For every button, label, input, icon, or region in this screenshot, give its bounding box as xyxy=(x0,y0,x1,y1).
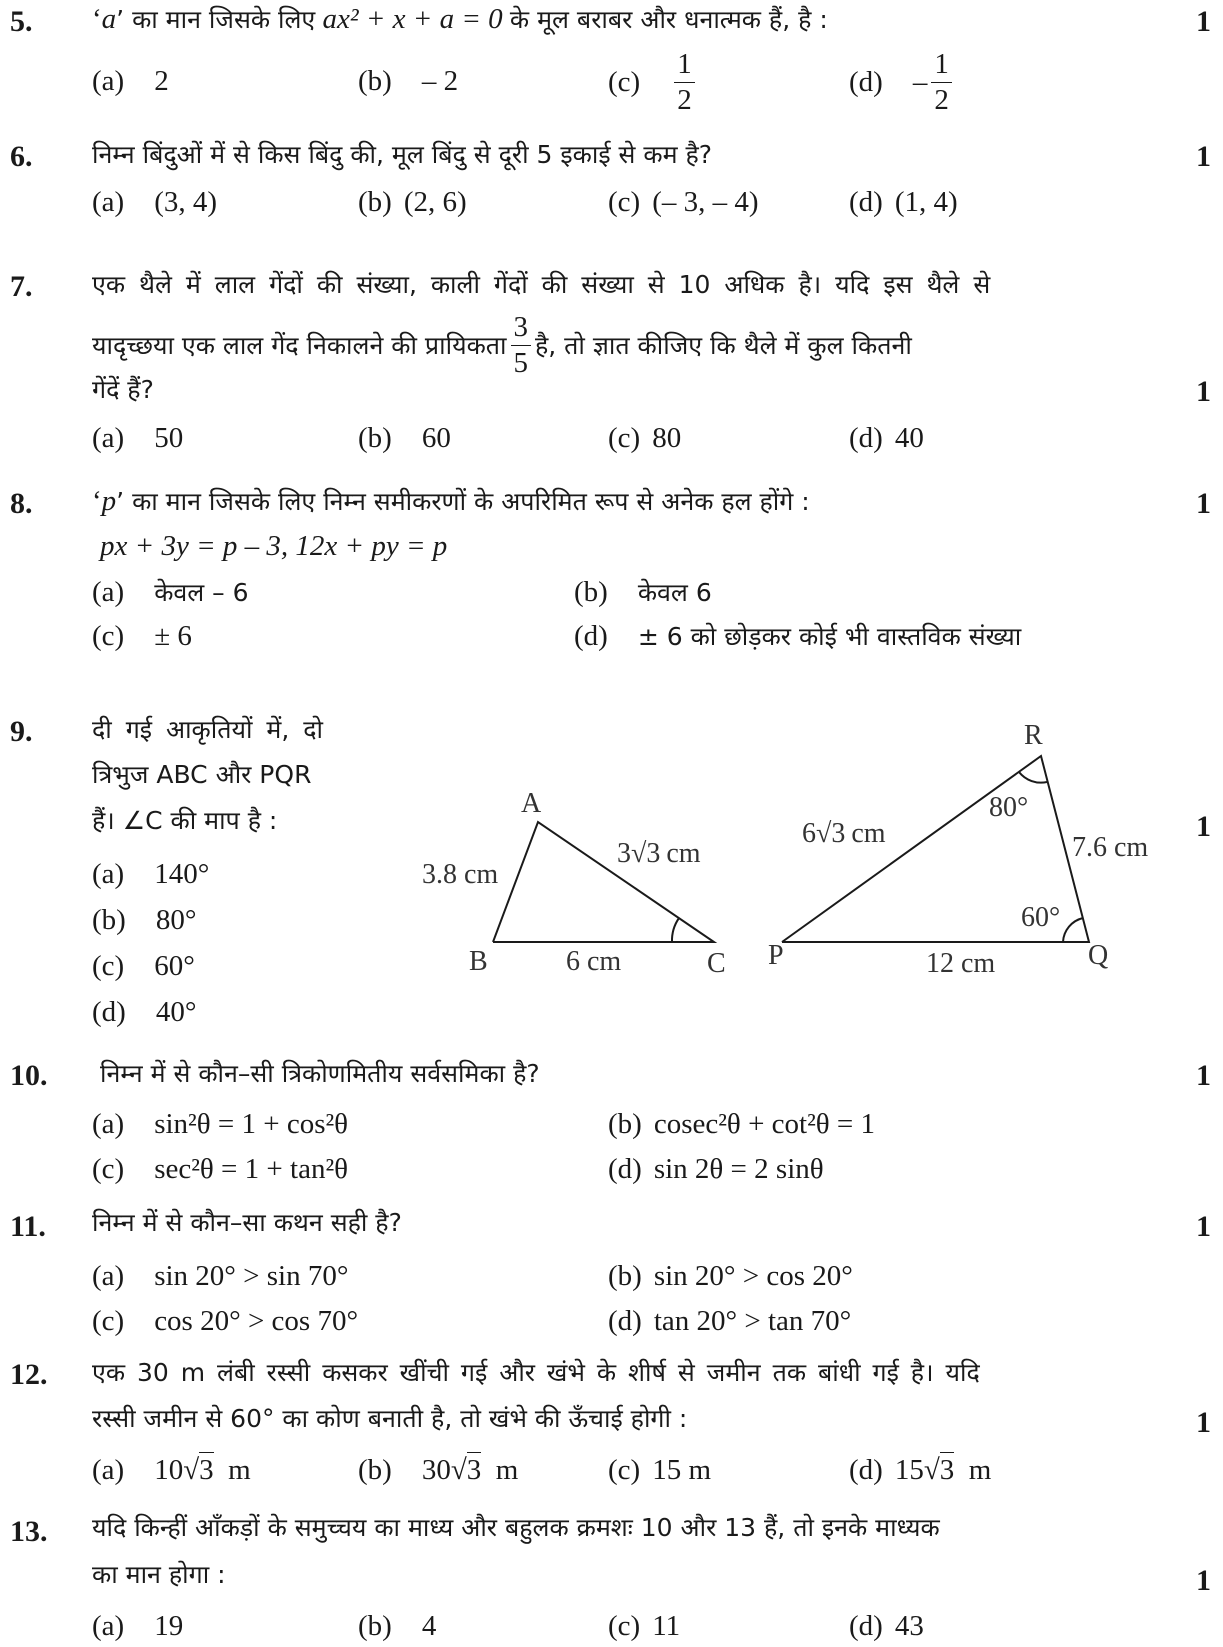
question-text-part: के मूल बराबर और धनात्मक हैं, है : xyxy=(509,5,828,34)
question-text-line-1: एक 30 m लंबी रस्सी कसकर खींची गई और खंभे… xyxy=(92,1358,980,1387)
question-text: ‘a’ का मान जिसके लिए ax² + x + a = 0 के … xyxy=(92,5,828,34)
question-text: ‘p’ का मान जिसके लिए निम्न समीकरणों के अ… xyxy=(92,485,810,517)
question-text-line-2: त्रिभुज ABC और PQR xyxy=(92,760,312,789)
marks: 1 xyxy=(1196,1406,1211,1439)
option-d: (d)± 6 को छोड़कर कोई भी वास्तविक संख्या xyxy=(574,620,1022,652)
option-b: (b)4 xyxy=(358,1610,437,1642)
angle-q-label: 60° xyxy=(1021,902,1060,933)
question-text: निम्न में से कौन–सा कथन सही है? xyxy=(92,1208,402,1237)
question-text-line-1: एक थैले में लाल गेंदों की संख्या, काली ग… xyxy=(92,270,991,299)
option-c: (c)60° xyxy=(92,950,195,982)
angle-r-label: 80° xyxy=(989,792,1028,823)
side-pq-label: 12 cm xyxy=(926,948,995,979)
marks: 1 xyxy=(1196,140,1211,173)
option-a: (a)(3, 4) xyxy=(92,186,218,218)
option-c: (c)11 xyxy=(608,1610,681,1642)
option-c: (c)80 xyxy=(608,422,682,454)
option-a: (a)50 xyxy=(92,422,184,454)
angle-c-arc xyxy=(670,917,680,943)
option-a: (a)sin 20° > sin 70° xyxy=(92,1260,349,1292)
question-number: 7. xyxy=(10,270,33,303)
question-text-line-2: रस्सी जमीन से 60° का कोण बनाती है, तो खं… xyxy=(92,1404,688,1433)
question-number: 9. xyxy=(10,715,33,748)
question-text-line-2: का मान होगा : xyxy=(92,1560,226,1589)
marks: 1 xyxy=(1196,1059,1211,1092)
option-b: (b)sin 20° > cos 20° xyxy=(608,1260,853,1292)
option-b: (b)cosec²θ + cot²θ = 1 xyxy=(608,1108,876,1140)
vertex-r: R xyxy=(1024,720,1043,751)
question-number: 13. xyxy=(10,1515,48,1548)
question-number: 5. xyxy=(10,5,33,38)
triangle-abc xyxy=(492,820,718,943)
option-a: (a)140° xyxy=(92,858,210,890)
option-b: (b)80° xyxy=(92,904,197,936)
option-c: (c)sec²θ = 1 + tan²θ xyxy=(92,1153,349,1185)
triangle-pqr xyxy=(781,754,1091,943)
variable: p xyxy=(101,485,117,517)
vertex-c: C xyxy=(707,948,726,979)
option-a: (a)sin²θ = 1 + cos²θ xyxy=(92,1108,349,1140)
question-text-part: ’ का मान जिसके लिए xyxy=(116,5,316,34)
option-a: (a)19 xyxy=(92,1610,184,1642)
option-b: (b)केवल 6 xyxy=(574,576,712,608)
side-bc-label: 6 cm xyxy=(566,946,621,977)
question-number: 12. xyxy=(10,1358,48,1391)
marks: 1 xyxy=(1196,1210,1211,1243)
option-a: (a)10√3 m xyxy=(92,1452,251,1486)
option-a: (a)केवल – 6 xyxy=(92,576,249,608)
side-rq-label: 7.6 cm xyxy=(1072,832,1148,863)
equation: px + 3y = p – 3, 12x + py = p xyxy=(100,530,448,562)
option-d: (d)tan 20° > tan 70° xyxy=(608,1305,852,1337)
question-number: 11. xyxy=(10,1210,46,1243)
option-d: (d)15√3 m xyxy=(849,1452,992,1486)
vertex-p: P xyxy=(768,940,784,971)
quote-open: ‘ xyxy=(92,3,102,35)
question-text-line-2: यादृच्छया एक लाल गेंद निकालने की प्रायिक… xyxy=(92,311,912,379)
side-ab-label: 3.8 cm xyxy=(422,859,498,890)
option-b: (b)(2, 6) xyxy=(358,186,467,218)
question-text: निम्न में से कौन–सी त्रिकोणमितीय सर्वसमि… xyxy=(100,1059,540,1088)
marks: 1 xyxy=(1196,487,1211,520)
option-c: (c)cos 20° > cos 70° xyxy=(92,1305,359,1337)
option-d: (d)sin 2θ = 2 sinθ xyxy=(608,1153,824,1185)
variable: a xyxy=(101,3,117,35)
equation: ax² + x + a = 0 xyxy=(322,3,503,35)
option-b: (b)30√3 m xyxy=(358,1452,519,1486)
option-b: (b)60 xyxy=(358,422,451,454)
angle-q-arc xyxy=(1062,917,1084,943)
vertex-b: B xyxy=(469,946,488,977)
question-number: 6. xyxy=(10,140,33,173)
vertex-q: Q xyxy=(1088,940,1108,971)
marks: 1 xyxy=(1196,810,1211,843)
question-number: 8. xyxy=(10,487,33,520)
option-c: (c)± 6 xyxy=(92,620,192,652)
option-d: (d)40° xyxy=(92,996,197,1028)
marks: 1 xyxy=(1196,375,1211,408)
question-text-line-3: गेंदें हैं? xyxy=(92,375,154,404)
question-text-line-1: यदि किन्हीं आँकड़ों के समुच्चय का माध्य … xyxy=(92,1513,940,1542)
option-c: (c)(– 3, – 4) xyxy=(608,186,759,218)
marks: 1 xyxy=(1196,5,1211,38)
option-d: (d)(1, 4) xyxy=(849,186,958,218)
marks: 1 xyxy=(1196,1564,1211,1597)
vertex-a: A xyxy=(521,788,542,819)
option-b: (b)– 2 xyxy=(358,65,459,97)
option-d: (d)43 xyxy=(849,1610,924,1642)
question-number: 10. xyxy=(10,1059,48,1092)
question-text-line-3: हैं। ∠C की माप है : xyxy=(92,806,278,835)
option-a: (a)2 xyxy=(92,65,169,97)
question-text-line-1: दी गई आकृतियों में, दो xyxy=(92,715,323,744)
question-text: निम्न बिंदुओं में से किस बिंदु की, मूल ब… xyxy=(92,140,713,169)
option-c: (c)15 m xyxy=(608,1454,711,1486)
angle-r-arc xyxy=(1018,771,1048,784)
option-d: (d)40 xyxy=(849,422,924,454)
